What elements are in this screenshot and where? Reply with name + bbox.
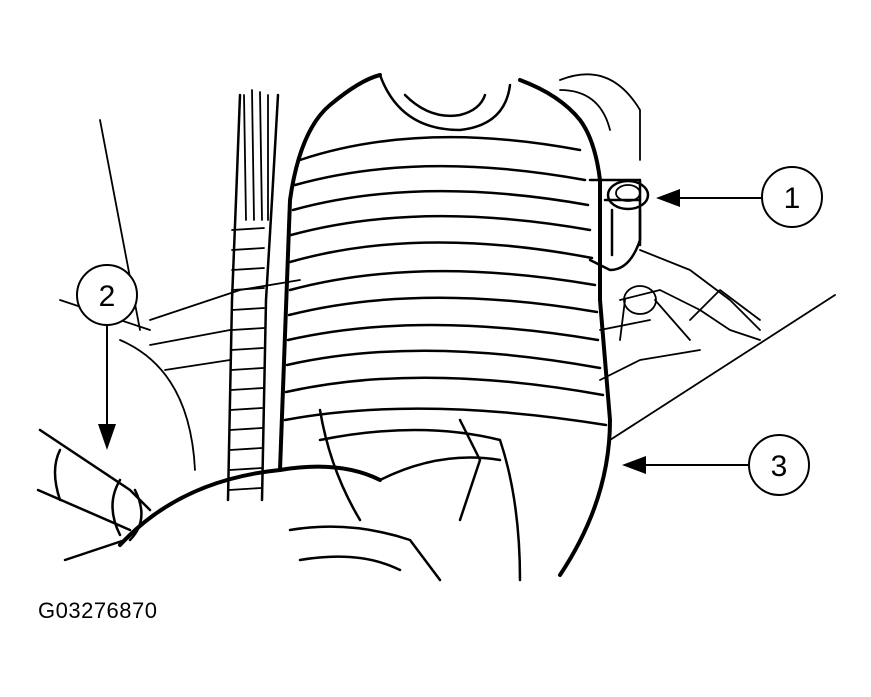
intake-duct <box>278 73 612 582</box>
callout-2-label: 2 <box>99 280 116 313</box>
hose-clamp <box>588 178 650 272</box>
callout-1: 1 <box>656 166 823 228</box>
engine-background <box>59 73 836 471</box>
callout-3-label: 3 <box>771 450 788 483</box>
hose-fitting <box>36 428 382 562</box>
callout-3-arrowhead <box>622 456 646 474</box>
callout-1-label: 1 <box>784 182 801 215</box>
callout-3: 3 <box>622 434 810 496</box>
callout-2: 2 <box>76 264 138 450</box>
callout-1-arrowhead <box>656 189 680 207</box>
wiring-harness <box>226 89 280 502</box>
figure-id: G03276870 <box>38 598 158 623</box>
callout-2-arrowhead <box>98 424 116 450</box>
